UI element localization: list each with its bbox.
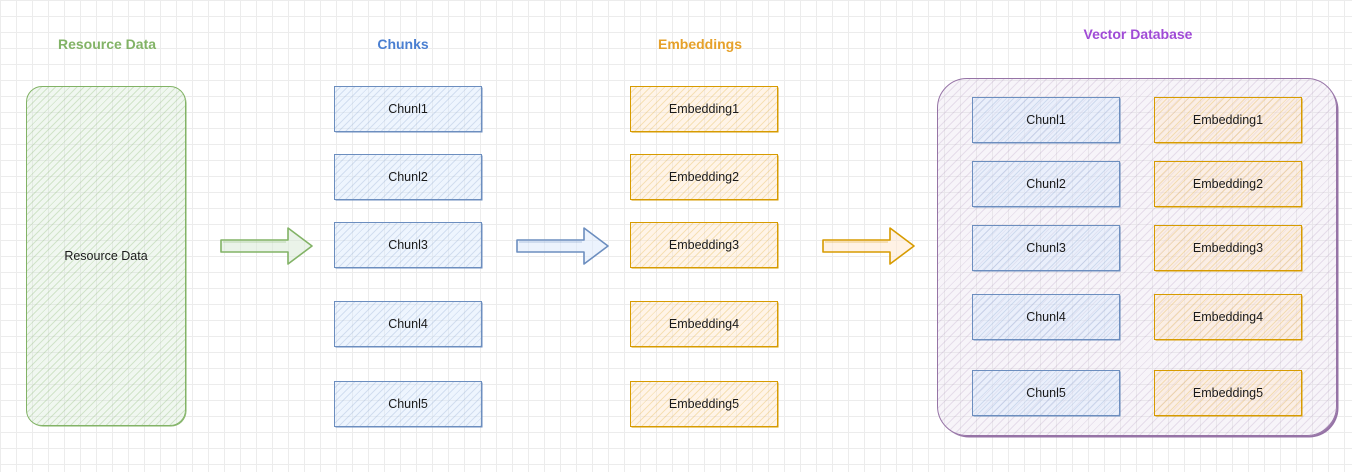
- vector-db-embedding-box: Embedding2: [1154, 161, 1302, 207]
- vector-db-chunk-label: Chunl2: [1026, 177, 1066, 191]
- vector-db-chunk-box: Chunl1: [972, 97, 1120, 143]
- chunk-label: Chunl5: [388, 397, 428, 411]
- embedding-box: Embedding2: [630, 154, 778, 200]
- title-embeddings: Embeddings: [657, 36, 743, 52]
- chunk-box: Chunl2: [334, 154, 482, 200]
- vector-db-chunk-label: Chunl5: [1026, 386, 1066, 400]
- chunk-label: Chunl1: [388, 102, 428, 116]
- embedding-label: Embedding4: [668, 317, 740, 331]
- vector-db-embedding-label: Embedding3: [1192, 241, 1264, 255]
- chunk-label: Chunl3: [388, 238, 428, 252]
- vector-db-embedding-box: Embedding3: [1154, 225, 1302, 271]
- vector-db-embedding-box: Embedding5: [1154, 370, 1302, 416]
- chunk-box: Chunl5: [334, 381, 482, 427]
- vector-db-chunk-box: Chunl4: [972, 294, 1120, 340]
- embedding-label: Embedding1: [668, 102, 740, 116]
- vector-db-chunk-box: Chunl3: [972, 225, 1120, 271]
- resource-data-label: Resource Data: [64, 249, 148, 263]
- chunk-label: Chunl4: [388, 317, 428, 331]
- chunk-box: Chunl4: [334, 301, 482, 347]
- vector-db-embedding-label: Embedding5: [1192, 386, 1264, 400]
- vector-db-chunk-box: Chunl2: [972, 161, 1120, 207]
- embedding-label: Embedding3: [668, 238, 740, 252]
- hollow-arrow-icon: [516, 227, 609, 265]
- title-resource-data: Resource Data: [57, 36, 157, 52]
- embedding-box: Embedding3: [630, 222, 778, 268]
- chunk-box: Chunl1: [334, 86, 482, 132]
- vector-db-embedding-label: Embedding1: [1192, 113, 1264, 127]
- vector-db-embedding-label: Embedding4: [1192, 310, 1264, 324]
- title-chunks: Chunks: [377, 36, 429, 52]
- chunk-box: Chunl3: [334, 222, 482, 268]
- embedding-box: Embedding1: [630, 86, 778, 132]
- embedding-box: Embedding5: [630, 381, 778, 427]
- vector-db-chunk-label: Chunl3: [1026, 241, 1066, 255]
- vector-db-chunk-box: Chunl5: [972, 370, 1120, 416]
- chunk-label: Chunl2: [388, 170, 428, 184]
- embedding-label: Embedding5: [668, 397, 740, 411]
- vector-db-embedding-label: Embedding2: [1192, 177, 1264, 191]
- embedding-label: Embedding2: [668, 170, 740, 184]
- title-vector-database: Vector Database: [1083, 26, 1193, 42]
- hollow-arrow-icon: [822, 227, 915, 265]
- hollow-arrow-icon: [220, 227, 313, 265]
- vector-db-embedding-box: Embedding4: [1154, 294, 1302, 340]
- vector-db-chunk-label: Chunl4: [1026, 310, 1066, 324]
- embedding-box: Embedding4: [630, 301, 778, 347]
- vector-database-container: [937, 78, 1337, 436]
- vector-db-chunk-label: Chunl1: [1026, 113, 1066, 127]
- vector-db-embedding-box: Embedding1: [1154, 97, 1302, 143]
- resource-data-box: Resource Data: [26, 86, 186, 426]
